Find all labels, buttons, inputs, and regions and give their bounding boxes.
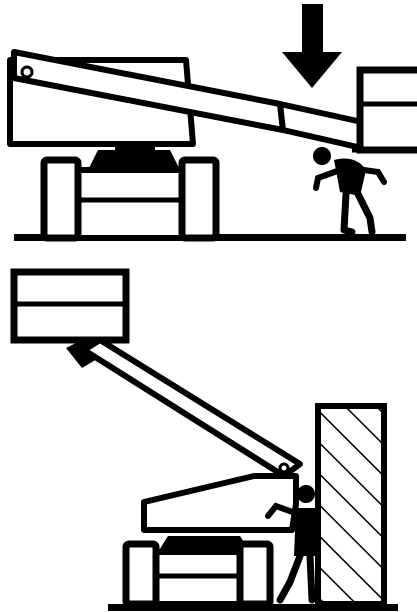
work-platform-top xyxy=(352,66,417,154)
worker-arm xyxy=(265,502,301,519)
lift-tire-left xyxy=(122,540,160,608)
worker-pinned-icon xyxy=(265,485,316,604)
wall-hatched xyxy=(315,403,387,607)
worker-crouching-icon xyxy=(313,147,387,236)
aerial-boom-lift-top xyxy=(7,49,365,242)
boom-pivot xyxy=(20,65,34,79)
lift-tire-right xyxy=(236,540,274,608)
worker-arm xyxy=(313,167,343,191)
panel-top xyxy=(7,4,417,242)
lift-tire-left xyxy=(40,156,82,242)
down-arrow-icon xyxy=(282,4,342,88)
worker-torso xyxy=(334,158,366,196)
worker-arm-right xyxy=(361,167,387,185)
work-platform-bottom xyxy=(10,268,130,344)
lift-boom xyxy=(81,337,303,479)
lift-turntable xyxy=(88,150,180,170)
wall-body xyxy=(315,403,387,607)
platform-basket xyxy=(356,66,417,154)
lift-chassis xyxy=(141,473,299,533)
lift-turntable-neck xyxy=(115,144,155,154)
panel-bottom xyxy=(10,268,398,611)
aerial-boom-lift-bottom xyxy=(66,337,303,608)
worker-head xyxy=(297,485,315,503)
worker-head xyxy=(313,147,331,165)
boom-pivot xyxy=(278,462,290,474)
worker-legs xyxy=(276,552,316,604)
worker-torso xyxy=(294,508,316,556)
lift-boom-extension xyxy=(277,101,365,151)
worker-legs xyxy=(340,190,376,236)
lift-tire-right xyxy=(178,156,220,242)
lift-turntable xyxy=(158,536,250,552)
